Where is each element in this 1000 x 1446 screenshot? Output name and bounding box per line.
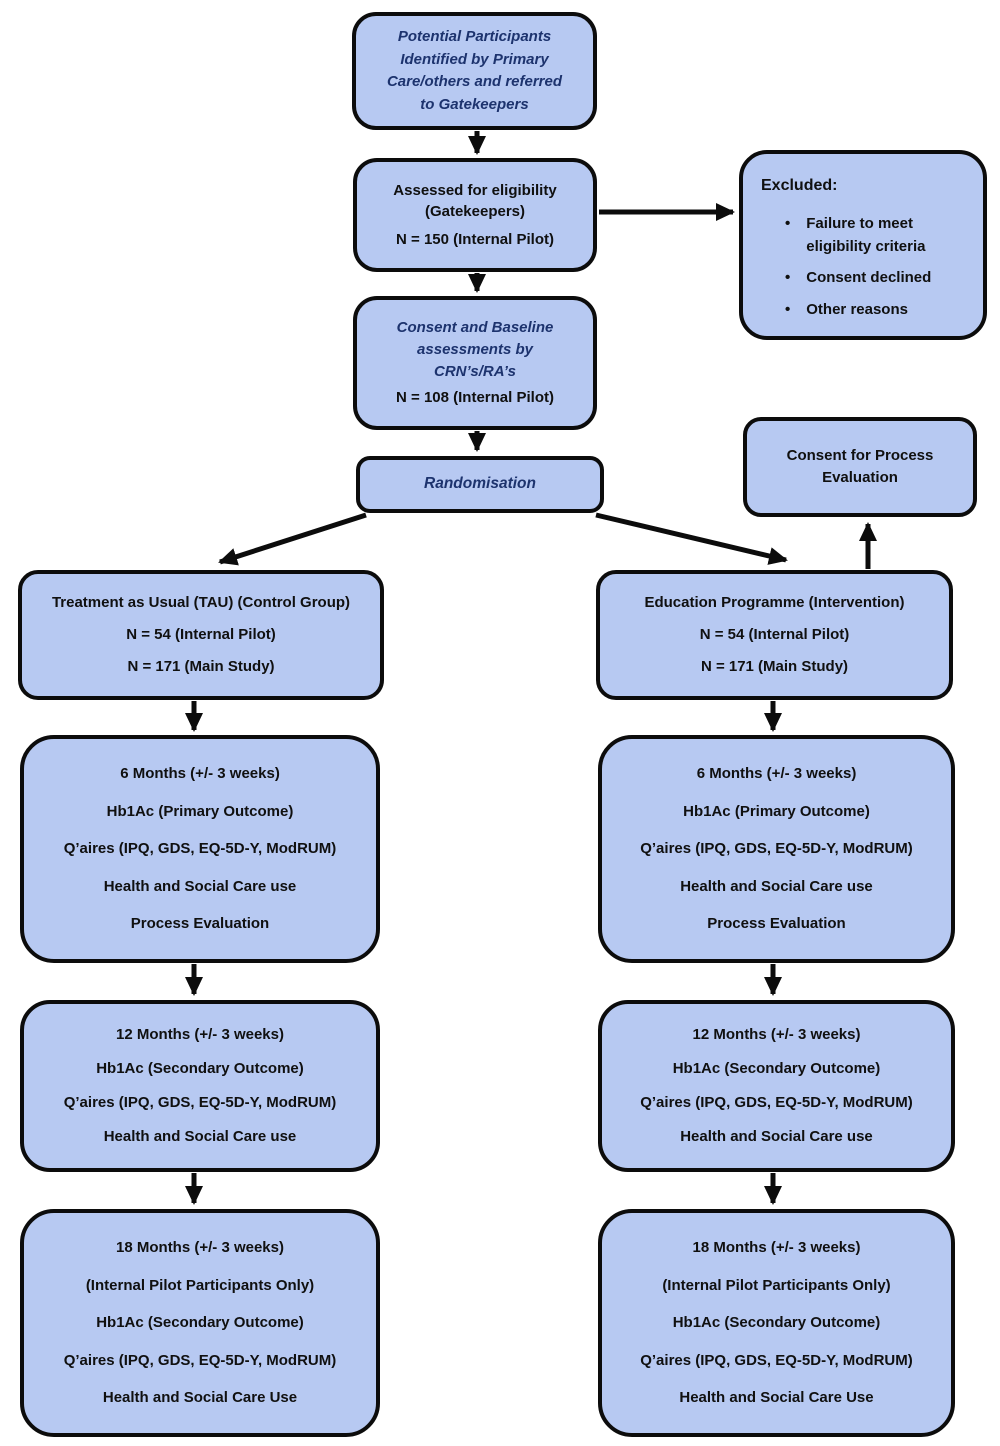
- randomisation-label: Randomisation: [424, 475, 536, 493]
- potential-participants-line: to Gatekeepers: [420, 95, 529, 113]
- six-months-line: Health and Social Care use: [103, 877, 297, 895]
- twelve-months-line: 12 Months (+/- 3 weeks): [116, 1026, 284, 1044]
- twelve-months-control-box: 12 Months (+/- 3 weeks) Hb1Ac (Secondary…: [20, 1000, 380, 1172]
- six-months-line: Health and Social Care use: [680, 877, 873, 895]
- excluded-title: Excluded:: [761, 177, 838, 194]
- bullet-icon: •: [785, 300, 791, 318]
- excluded-bullet-row: • Failure to meet eligibility criteria: [785, 213, 966, 258]
- six-months-line: Q’aires (IPQ, GDS, EQ-5D-Y, ModRUM): [63, 840, 337, 858]
- twelve-months-line: Hb1Ac (Secondary Outcome): [672, 1060, 881, 1078]
- six-months-line: Process Evaluation: [130, 915, 270, 933]
- excluded-bullet-row: • Consent declined: [785, 267, 966, 290]
- twelve-months-line: Health and Social Care use: [103, 1128, 297, 1145]
- eighteen-months-line: Health and Social Care Use: [102, 1389, 298, 1407]
- six-months-line: 6 Months (+/- 3 weeks): [120, 764, 280, 782]
- eighteen-months-line: 18 Months (+/- 3 weeks): [692, 1238, 861, 1256]
- twelve-months-line: Q’aires (IPQ, GDS, EQ-5D-Y, ModRUM): [640, 1094, 913, 1112]
- six-months-line: 6 Months (+/- 3 weeks): [696, 764, 857, 782]
- intervention-group-n-pilot: N = 54 (Internal Pilot): [699, 626, 850, 644]
- intervention-group-n-main: N = 171 (Main Study): [700, 658, 849, 676]
- assessed-eligibility-title: Assessed for eligibility (Gatekeepers): [393, 181, 557, 221]
- bullet-icon: •: [785, 215, 791, 233]
- randomisation-box: Randomisation: [356, 456, 604, 513]
- eighteen-months-intervention-box: 18 Months (+/- 3 weeks) (Internal Pilot …: [598, 1209, 955, 1437]
- eighteen-months-line: (Internal Pilot Participants Only): [85, 1276, 315, 1294]
- control-group-n-pilot: N = 54 (Internal Pilot): [126, 626, 276, 644]
- potential-participants-line: Potential Participants: [397, 28, 552, 45]
- intervention-group-title: Education Programme (Intervention): [644, 594, 905, 612]
- consent-baseline-title: Consent and Baseline assessments by CRN’…: [396, 319, 554, 380]
- excluded-bullet-text: Failure to meet eligibility criteria: [806, 215, 926, 255]
- six-months-line: Process Evaluation: [707, 915, 846, 933]
- intervention-group-box: Education Programme (Intervention) N = 5…: [596, 570, 953, 700]
- consent-baseline-n: N = 108 (Internal Pilot): [396, 389, 554, 407]
- eighteen-months-line: Hb1Ac (Secondary Outcome): [672, 1314, 881, 1332]
- assessed-eligibility-box: Assessed for eligibility (Gatekeepers) N…: [353, 158, 597, 272]
- control-group-n-main: N = 171 (Main Study): [127, 658, 275, 676]
- twelve-months-line: 12 Months (+/- 3 weeks): [692, 1026, 861, 1044]
- control-group-title: Treatment as Usual (TAU) (Control Group): [51, 594, 351, 612]
- excluded-bullet-text: Consent declined: [806, 269, 932, 287]
- eighteen-months-control-box: 18 Months (+/- 3 weeks) (Internal Pilot …: [20, 1209, 380, 1437]
- assessed-eligibility-n: N = 150 (Internal Pilot): [396, 230, 554, 248]
- six-months-line: Hb1Ac (Primary Outcome): [106, 802, 294, 820]
- twelve-months-intervention-box: 12 Months (+/- 3 weeks) Hb1Ac (Secondary…: [598, 1000, 955, 1172]
- twelve-months-line: Health and Social Care use: [680, 1128, 873, 1145]
- eighteen-months-line: 18 Months (+/- 3 weeks): [116, 1238, 284, 1256]
- eighteen-months-line: Hb1Ac (Secondary Outcome): [96, 1314, 304, 1332]
- six-months-intervention-box: 6 Months (+/- 3 weeks) Hb1Ac (Primary Ou…: [598, 735, 955, 963]
- consent-baseline-box: Consent and Baseline assessments by CRN’…: [353, 296, 597, 430]
- excluded-bullet-row: • Other reasons: [785, 299, 966, 322]
- consent-process-evaluation-label: Consent for Process Evaluation: [786, 446, 934, 487]
- six-months-line: Hb1Ac (Primary Outcome): [683, 802, 870, 820]
- bullet-icon: •: [785, 269, 791, 287]
- consent-process-evaluation-box: Consent for Process Evaluation: [743, 417, 977, 517]
- potential-participants-box: Potential Participants Identified by Pri…: [352, 12, 597, 130]
- potential-participants-line: Care/others and referred: [386, 73, 563, 90]
- excluded-box: Excluded: • Failure to meet eligibility …: [739, 150, 987, 340]
- excluded-list: • Failure to meet eligibility criteria •…: [761, 213, 966, 321]
- twelve-months-line: Hb1Ac (Secondary Outcome): [96, 1060, 304, 1078]
- control-group-box: Treatment as Usual (TAU) (Control Group)…: [18, 570, 384, 700]
- eighteen-months-line: Health and Social Care Use: [679, 1389, 874, 1407]
- twelve-months-line: Q’aires (IPQ, GDS, EQ-5D-Y, ModRUM): [63, 1094, 337, 1112]
- six-months-line: Q’aires (IPQ, GDS, EQ-5D-Y, ModRUM): [640, 840, 913, 858]
- eighteen-months-line: Q’aires (IPQ, GDS, EQ-5D-Y, ModRUM): [640, 1351, 913, 1369]
- excluded-bullet-text: Other reasons: [806, 300, 908, 318]
- six-months-control-box: 6 Months (+/- 3 weeks) Hb1Ac (Primary Ou…: [20, 735, 380, 963]
- potential-participants-line: Identified by Primary: [400, 50, 549, 68]
- arrow-randomisation-to-control: [218, 512, 367, 566]
- arrow-randomisation-to-intervention: [595, 512, 788, 565]
- eighteen-months-line: (Internal Pilot Participants Only): [662, 1276, 891, 1294]
- eighteen-months-line: Q’aires (IPQ, GDS, EQ-5D-Y, ModRUM): [63, 1351, 337, 1369]
